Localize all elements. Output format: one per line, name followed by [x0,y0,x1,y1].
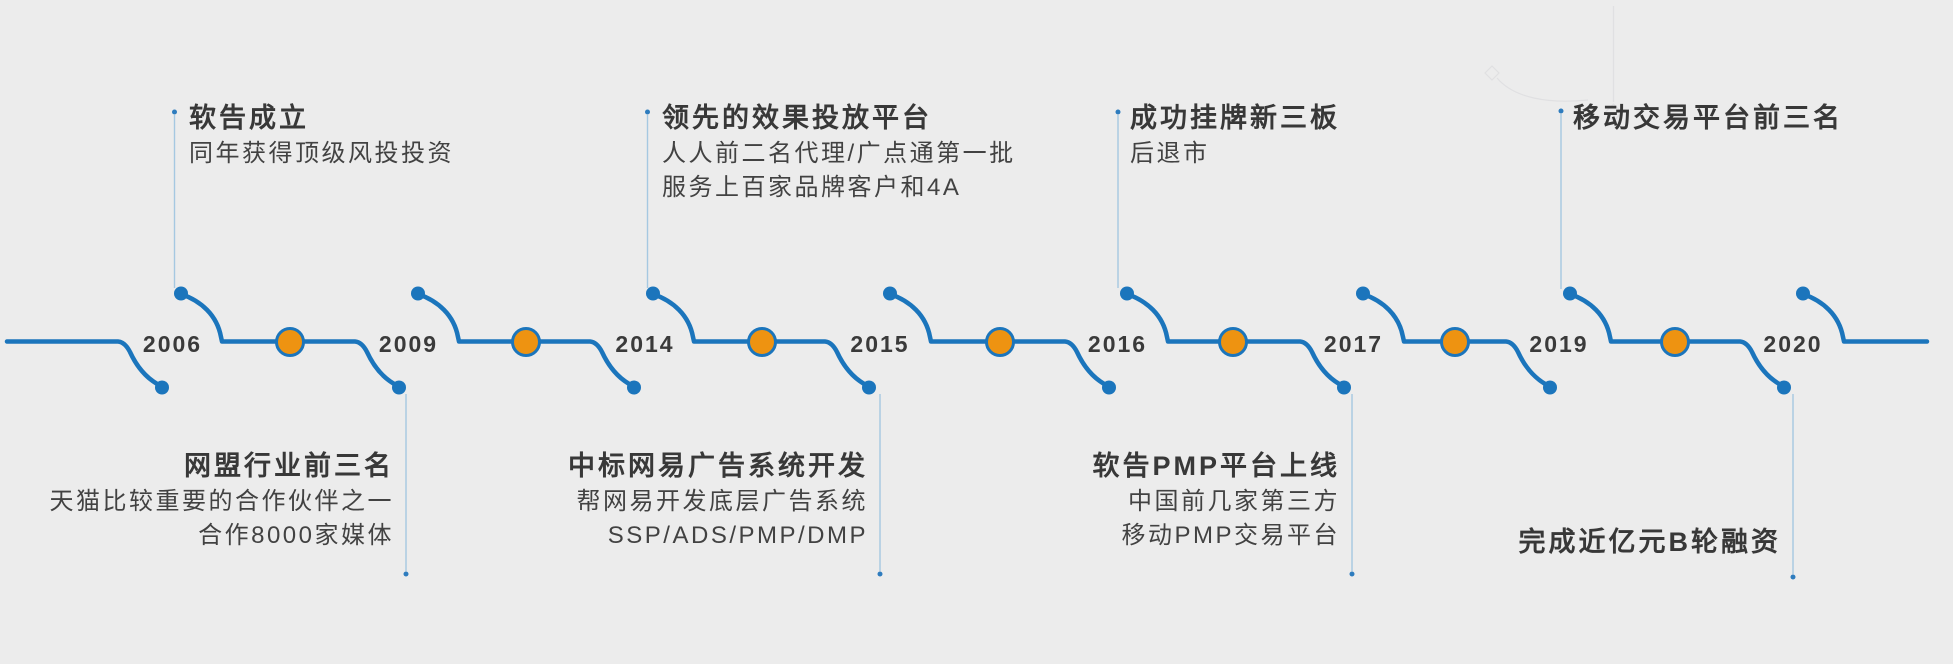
curve-dot [174,286,188,301]
event-title: 软告PMP平台上线 [1092,451,1340,481]
event-line: 人人前二名代理/广点通第一批 [662,140,1016,167]
axis-segment [1567,291,1787,389]
event-line: 合作8000家媒体 [198,522,394,549]
event-line: 帮网易开发底层广告系统 [576,488,868,515]
milestone-node [1440,327,1470,357]
decor-diamond-icon [1484,65,1500,81]
axis-segment [415,291,637,389]
event-title: 软告成立 [189,103,309,133]
connector-end-dot [403,571,409,577]
curve-dot [1356,286,1370,301]
connector-end-dot [645,109,650,115]
year-label-2019: 2019 [1529,331,1589,357]
event-connector-lines [172,108,1796,580]
year-label-2017: 2017 [1323,331,1384,357]
connector-end-dot [1115,109,1121,115]
milestone-node [1218,327,1248,357]
event-line: SSP/ADS/PMP/DMP [607,522,868,549]
milestone-node [275,327,305,357]
event-bottom-2020: 完成近亿元B轮融资 [1519,523,1782,561]
curve-dot [1102,380,1116,395]
axis-segment [650,291,872,389]
curve-dot [392,380,406,395]
event-title: 领先的效果投放平台 [662,103,932,133]
event-bottom-2009: 网盟行业前三名 天猫比较重要的合作伙伴之一 合作8000家媒体 [50,447,395,553]
axis-segment [1360,291,1553,389]
decor-diamond-icon [1604,103,1623,122]
year-label-2009: 2009 [378,331,439,357]
connector-end-dot [172,109,177,115]
curve-dot [411,286,425,301]
timeline-end-dots [155,286,1810,395]
event-title: 成功挂牌新三板 [1130,103,1340,133]
curve-dot [883,286,897,301]
axis-segment [887,291,1112,389]
year-label-2014: 2014 [615,331,675,357]
curve-dot [1777,380,1791,395]
milestone-node [511,327,541,357]
connector-end-dot [1349,571,1355,577]
event-title: 移动交易平台前三名 [1573,103,1843,133]
curve-dot [1563,286,1577,301]
axis-segment [178,291,402,389]
event-top-2006: 软告成立 同年获得顶级风投投资 [189,99,454,171]
event-line: 同年获得顶级风投投资 [189,140,454,167]
event-top-2014: 领先的效果投放平台 人人前二名代理/广点通第一批 服务上百家品牌客户和4A [662,99,1016,205]
milestone-node [1660,327,1690,357]
event-bottom-2015: 中标网易广告系统开发 帮网易开发底层广告系统 SSP/ADS/PMP/DMP [568,447,868,553]
connector-end-dot [877,571,883,577]
event-line: 服务上百家品牌客户和4A [662,174,962,201]
curve-dot [1543,380,1557,395]
event-bottom-2017: 软告PMP平台上线 中国前几家第三方 移动PMP交易平台 [1092,447,1340,553]
curve-dot [1796,286,1810,301]
axis-segment [4,339,165,389]
event-title: 网盟行业前三名 [184,451,394,481]
connector-end-dot [1558,108,1564,114]
event-title: 完成近亿元B轮融资 [1518,527,1781,557]
event-line: 移动PMP交易平台 [1121,522,1340,549]
curve-dot [646,286,660,301]
event-line: 天猫比较重要的合作伙伴之一 [49,488,394,515]
axis-segment [1800,291,1930,344]
event-top-2016: 成功挂牌新三板 后退市 [1130,99,1340,171]
curve-dot [627,380,641,395]
event-line: 中国前几家第三方 [1128,488,1340,515]
curve-dot [155,380,169,395]
event-top-2019: 移动交易平台前三名 [1573,99,1843,137]
axis-segment [1124,291,1347,389]
curve-dot [862,380,876,395]
year-label-2020: 2020 [1763,331,1823,357]
event-line: 后退市 [1130,140,1210,167]
connector-end-dot [1790,574,1796,580]
year-label-2006: 2006 [142,331,203,357]
timeline-nodes [275,327,1690,357]
milestone-node [985,327,1015,357]
milestone-node [747,327,777,357]
year-label-2016: 2016 [1087,331,1148,357]
curve-dot [1337,380,1351,395]
curve-dot [1120,286,1134,301]
year-label-2015: 2015 [850,331,910,357]
decor-curve [1496,77,1589,102]
event-title: 中标网易广告系统开发 [568,451,868,481]
timeline-axis [4,291,1930,389]
decor-ghost-motif [1484,6,1623,122]
